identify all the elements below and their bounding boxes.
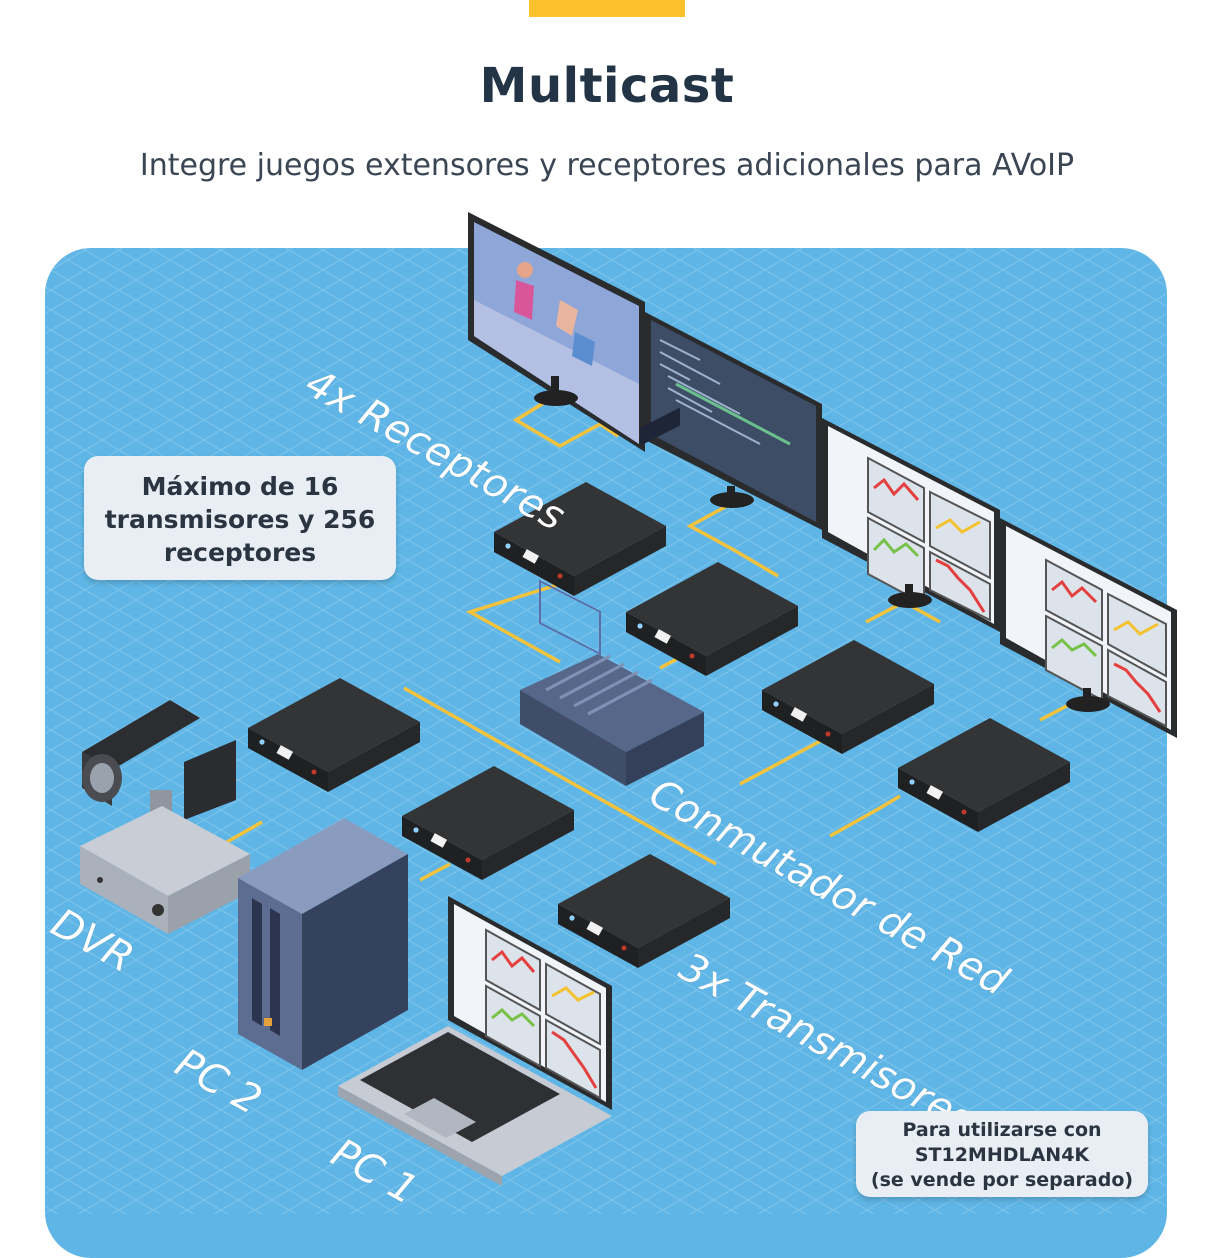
max-callout-line-3: receptores	[163, 538, 317, 567]
page-subtitle: Integre juegos extensores y receptores a…	[139, 148, 1075, 183]
page-title: Multicast	[479, 58, 735, 114]
cable-lines	[189, 396, 1079, 882]
max-callout-line-2: transmisores y 256	[104, 505, 376, 534]
compatibility-callout: Para utilizarse con ST12MHDLAN4K (se ven…	[856, 1111, 1148, 1197]
accent-bar	[529, 0, 685, 17]
use-callout-line-2: ST12MHDLAN4K	[914, 1144, 1090, 1166]
use-callout-line-1: Para utilizarse con	[902, 1119, 1102, 1141]
monitor-2	[645, 312, 822, 530]
pc2-tower	[238, 818, 408, 1070]
dvr-device	[80, 806, 250, 934]
max-capacity-callout: Máximo de 16 transmisores y 256 receptor…	[84, 456, 396, 580]
network-diagram	[45, 212, 1177, 1214]
pc1-laptop	[338, 896, 612, 1186]
use-callout-line-3: (se vende por separado)	[870, 1169, 1134, 1191]
monitor-3	[822, 418, 1000, 632]
max-callout-line-1: Máximo de 16	[141, 472, 339, 501]
monitor-4	[1000, 518, 1177, 738]
shopper-figure	[517, 262, 533, 278]
monitor-1	[468, 212, 645, 656]
network-switch	[520, 407, 704, 786]
